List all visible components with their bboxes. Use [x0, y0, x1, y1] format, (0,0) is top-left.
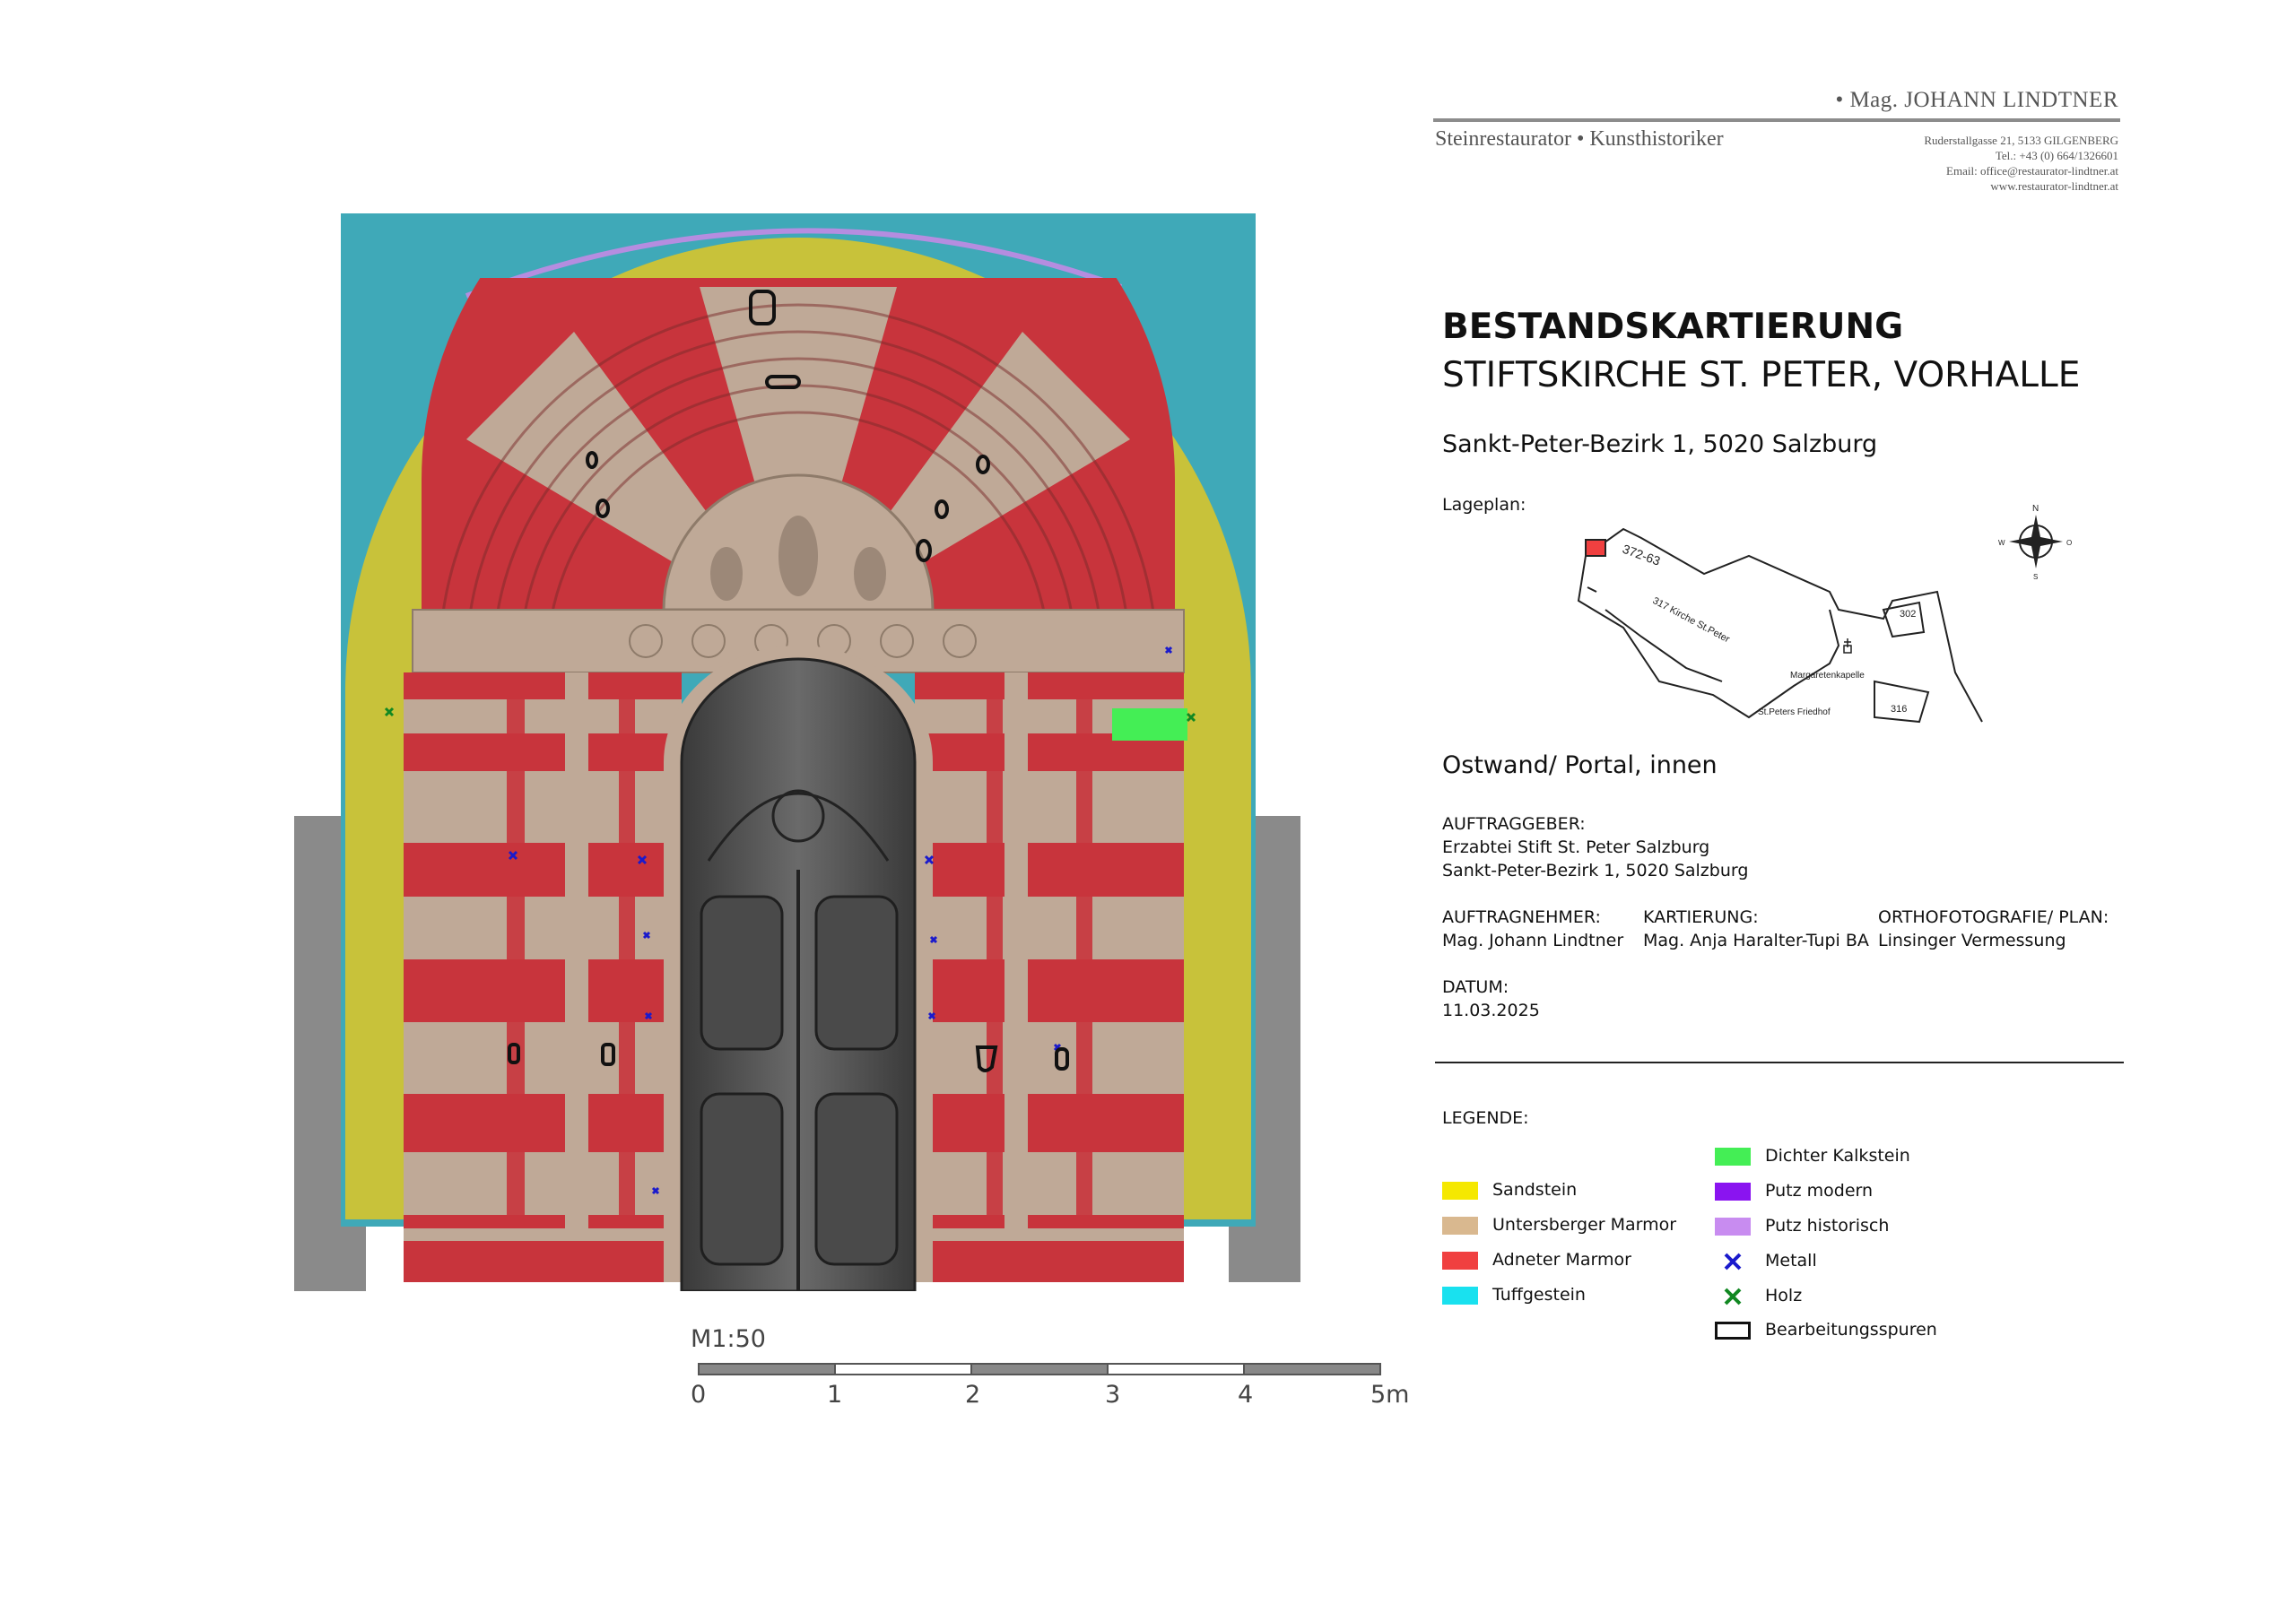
parcel-316: 316	[1891, 704, 1907, 715]
contact-phone: Tel.: +43 (0) 664/1326601	[1995, 149, 2118, 162]
base-plinth-red-r	[915, 1241, 1184, 1282]
parcel-372-63: 372-63	[1621, 542, 1663, 568]
date-block: DATUM: 11.03.2025	[1442, 976, 1540, 1022]
letterhead-rule	[1433, 118, 2120, 122]
scale-tick: 0	[691, 1381, 707, 1409]
legend-label: Holz	[1765, 1286, 1803, 1305]
document-title: BESTANDSKARTIERUNG	[1442, 307, 1904, 347]
legend-swatch-kalkstein	[1715, 1148, 1751, 1166]
site-address: Sankt-Peter-Bezirk 1, 5020 Salzburg	[1442, 430, 1878, 458]
scale-segment	[698, 1363, 836, 1375]
legend-label: Untersberger Marmor	[1492, 1215, 1677, 1235]
legend-swatch-outline	[1715, 1322, 1751, 1340]
scale-segment	[970, 1363, 1109, 1375]
contact-website[interactable]: www.restaurator-lindtner.at	[1990, 179, 2118, 193]
legend-label: Metall	[1765, 1251, 1817, 1271]
legend-swatch-sandstein	[1442, 1182, 1478, 1200]
legend-swatch-adneter	[1442, 1252, 1478, 1270]
tympanum-figures	[710, 516, 886, 601]
historic-plaster-band-outer	[465, 228, 1123, 299]
scale-segment	[1243, 1363, 1381, 1375]
legend-label: Tuffgestein	[1492, 1285, 1586, 1305]
letterhead-contact: Ruderstallgasse 21, 5133 GILGENBERG Tel.…	[1830, 133, 2118, 194]
legend-title: LEGENDE:	[1442, 1108, 1529, 1128]
client-label: AUFTRAGGEBER:	[1442, 814, 1586, 834]
survey-block: ORTHOFOTOGRAFIE/ PLAN: Linsinger Vermess…	[1878, 906, 2109, 952]
scale-segment	[1107, 1363, 1245, 1375]
site-plan-label: Lageplan:	[1442, 495, 1526, 515]
scale-tick: 2	[965, 1381, 981, 1409]
left-jamb	[404, 672, 682, 1228]
dense-limestone-patch	[1112, 708, 1187, 741]
scale-tick: 5m	[1370, 1381, 1410, 1409]
right-jamb	[915, 672, 1184, 1228]
contractor-label: AUFTRAGNEHMER:	[1442, 907, 1601, 927]
compass-rose: N S W O	[1998, 504, 2072, 581]
portal-mapping-drawing	[294, 213, 1300, 1291]
scale-label: M1:50	[691, 1325, 766, 1353]
legend-swatch-untersberger	[1442, 1217, 1478, 1235]
legend-swatch-tuff	[1442, 1287, 1478, 1305]
title-block-rule	[1435, 1062, 2124, 1063]
contractor-value: Mag. Johann Lindtner	[1442, 931, 1624, 950]
compass-s: S	[2033, 573, 2038, 581]
survey-label: ORTHOFOTOGRAFIE/ PLAN:	[1878, 907, 2109, 927]
client-name: Erzabtei Stift St. Peter Salzburg	[1442, 837, 1710, 857]
church-symbol	[1843, 638, 1852, 654]
wood-markers	[384, 707, 1196, 723]
date-label: DATUM:	[1442, 977, 1509, 997]
legend-label: Bearbeitungsspuren	[1765, 1320, 1937, 1340]
compass-n: N	[2032, 504, 2039, 514]
contractor-block: AUFTRAGNEHMER: Mag. Johann Lindtner	[1442, 906, 1623, 952]
site-plan-highlight	[1585, 539, 1606, 557]
legend-label: Adneter Marmor	[1492, 1250, 1631, 1270]
door-panels	[700, 895, 899, 1266]
scale-tick: 4	[1238, 1381, 1254, 1409]
parcel-317-church: 317 Kirche St.Peter	[1651, 595, 1732, 646]
legend-label: Putz historisch	[1765, 1216, 1890, 1236]
mapping-block: KARTIERUNG: Mag. Anja Haralter-Tupi BA	[1643, 906, 1869, 952]
survey-value: Linsinger Vermessung	[1878, 931, 2066, 950]
site-plan-map: 372-63 317 Kirche St.Peter Margaretenkap…	[1577, 504, 2072, 724]
date-value: 11.03.2025	[1442, 1001, 1540, 1020]
scale-tick: 3	[1105, 1381, 1121, 1409]
document-subtitle: STIFTSKIRCHE ST. PETER, VORHALLE	[1442, 355, 2081, 395]
cemetery-label: St.Peters Friedhof	[1758, 707, 1831, 717]
letterhead-profession: Steinrestaurator • Kunsthistoriker	[1435, 127, 1724, 151]
mapping-label: KARTIERUNG:	[1643, 907, 1759, 927]
tooling-marks	[508, 290, 1069, 1072]
door-fanlight	[707, 789, 890, 862]
chapel-label: Margaretenkapelle	[1790, 671, 1865, 681]
client-address: Sankt-Peter-Bezirk 1, 5020 Salzburg	[1442, 861, 1749, 880]
legend-swatch-putz-historisch	[1715, 1218, 1751, 1236]
parcel-302: 302	[1900, 609, 1916, 620]
scale-segment	[834, 1363, 972, 1375]
wood-cross-icon	[1724, 1288, 1742, 1305]
mapping-value: Mag. Anja Haralter-Tupi BA	[1643, 931, 1869, 950]
legend-swatch-putz-modern	[1715, 1183, 1751, 1201]
base-plinth-red	[404, 1241, 682, 1282]
contact-address: Ruderstallgasse 21, 5133 GILGENBERG	[1924, 134, 2118, 147]
compass-w: W	[1998, 539, 2005, 547]
letterhead-name: • Mag. JOHANN LINDTNER	[1835, 88, 2118, 112]
section-title: Ostwand/ Portal, innen	[1442, 751, 1718, 779]
legend-label: Putz modern	[1765, 1181, 1874, 1201]
legend-label: Dichter Kalkstein	[1765, 1146, 1910, 1166]
base-plinth-stripe	[404, 1228, 682, 1241]
client-block: AUFTRAGGEBER: Erzabtei Stift St. Peter S…	[1442, 812, 1748, 882]
base-plinth-stripe-r	[915, 1228, 1184, 1241]
scale-tick: 1	[827, 1381, 843, 1409]
contact-email[interactable]: Email: office@restaurator-lindtner.at	[1946, 164, 2118, 178]
legend-label: Sandstein	[1492, 1180, 1578, 1200]
compass-o: O	[2066, 539, 2072, 547]
metal-cross-icon	[1724, 1253, 1742, 1271]
